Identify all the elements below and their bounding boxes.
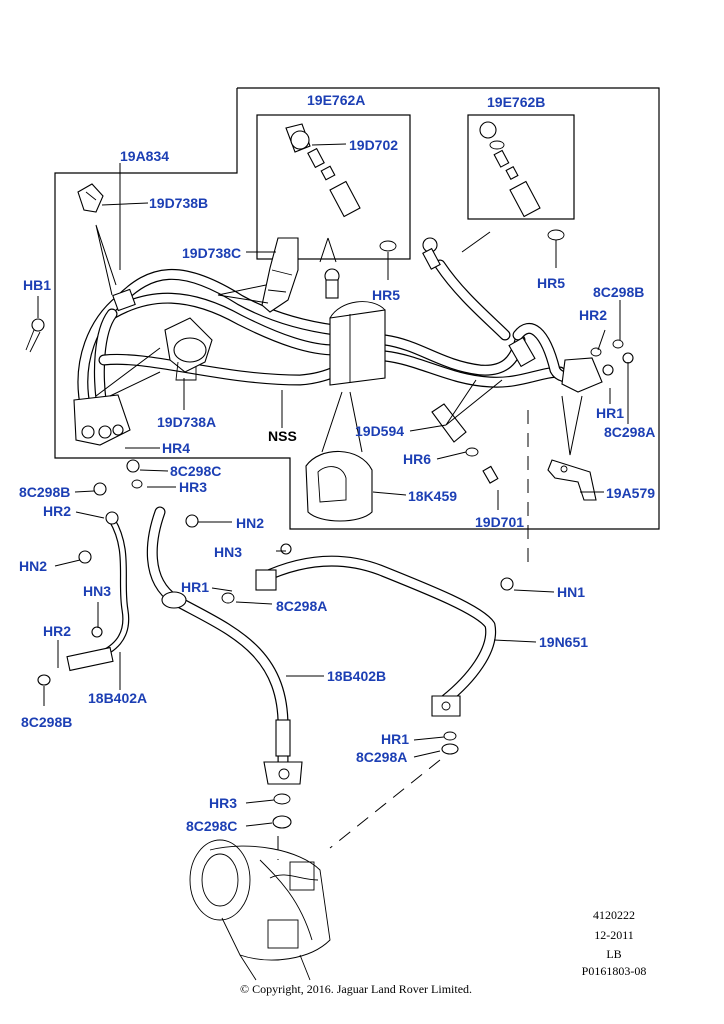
label-8c298a-bottom: 8C298A — [356, 749, 407, 765]
valve-on-line — [508, 336, 536, 368]
dashed-guides — [277, 410, 529, 860]
label-8c298c: 8C298C — [170, 463, 221, 479]
hose-18b402b — [146, 506, 303, 785]
footer-line-2: 12-2011 — [594, 928, 634, 942]
label-hr2-left: HR2 — [43, 503, 71, 519]
manifold-block-left — [73, 394, 131, 446]
label-19d738b: 19D738B — [149, 195, 208, 211]
manifold-right — [561, 339, 634, 393]
fasteners — [37, 459, 514, 829]
diagram-footer: 4120222 12-2011 LB P0161803-08 © Copyrig… — [240, 908, 646, 996]
label-19d594: 19D594 — [355, 423, 404, 439]
label-hr4: HR4 — [162, 440, 190, 456]
clip-19d738a — [164, 317, 213, 381]
label-hr2-right: HR2 — [579, 307, 607, 323]
label-18b402a: 18B402A — [88, 690, 147, 706]
label-hr1-mid: HR1 — [181, 579, 209, 595]
valve-19e762b — [479, 121, 565, 241]
label-hr2-bottom-left: HR2 — [43, 623, 71, 639]
label-8c298a-mid: 8C298A — [276, 598, 327, 614]
label-19a579: 19A579 — [606, 485, 655, 501]
label-8c298b-left: 8C298B — [19, 484, 70, 500]
callout-labels: 19E762A 19E762B 19D702 19A834 19D738B 19… — [19, 92, 655, 834]
label-19d738c: 19D738C — [182, 245, 241, 261]
label-8c298b-bottom-left: 8C298B — [21, 714, 72, 730]
label-hr5-a: HR5 — [372, 287, 400, 303]
label-hr3-top: HR3 — [179, 479, 207, 495]
label-hn3-top: HN3 — [214, 544, 242, 560]
label-19e762a: 19E762A — [307, 92, 365, 108]
label-hn2-right: HN2 — [236, 515, 264, 531]
group-frames — [54, 87, 660, 530]
sensor-19d594 — [431, 403, 499, 484]
label-8c298a-right: 8C298A — [604, 424, 655, 440]
label-hr5-b: HR5 — [537, 275, 565, 291]
label-hr6: HR6 — [403, 451, 431, 467]
footer-line-4: P0161803-08 — [582, 964, 647, 978]
isolator-18k459 — [305, 450, 373, 522]
label-8c298b-right: 8C298B — [593, 284, 644, 300]
label-19d738a: 19D738A — [157, 414, 216, 430]
label-19n651: 19N651 — [539, 634, 588, 650]
compressor — [189, 839, 331, 981]
label-18k459: 18K459 — [408, 488, 457, 504]
footer-line-1: 4120222 — [593, 908, 635, 922]
clip-19d738c — [261, 237, 299, 313]
label-19a834: 19A834 — [120, 148, 169, 164]
clip-on-line — [112, 288, 136, 312]
label-hn3-left: HN3 — [83, 583, 111, 599]
bolt-hb1 — [25, 318, 45, 353]
footer-line-3: LB — [606, 947, 621, 961]
label-hb1: HB1 — [23, 277, 51, 293]
label-18b402b: 18B402B — [327, 668, 386, 684]
valve-19e762a — [285, 123, 397, 252]
label-hn1: HN1 — [557, 584, 585, 600]
label-hr3-bottom: HR3 — [209, 795, 237, 811]
bracket-19a579 — [547, 459, 597, 501]
hose-18b402a — [66, 511, 130, 672]
label-nss: NSS — [268, 428, 297, 444]
service-ports — [324, 237, 441, 299]
label-19d702: 19D702 — [349, 137, 398, 153]
clip-19d738b — [77, 183, 104, 213]
label-hr1-right: HR1 — [596, 405, 624, 421]
copyright: © Copyright, 2016. Jaguar Land Rover Lim… — [240, 982, 472, 996]
label-19e762b: 19E762B — [487, 94, 545, 110]
receiver-drier — [329, 301, 386, 386]
label-19d701: 19D701 — [475, 514, 524, 530]
label-hn2-left: HN2 — [19, 558, 47, 574]
label-8c298c-bottom: 8C298C — [186, 818, 237, 834]
hose-19n651 — [255, 555, 497, 717]
label-hr1-bottom: HR1 — [381, 731, 409, 747]
leader-lines — [37, 143, 629, 827]
